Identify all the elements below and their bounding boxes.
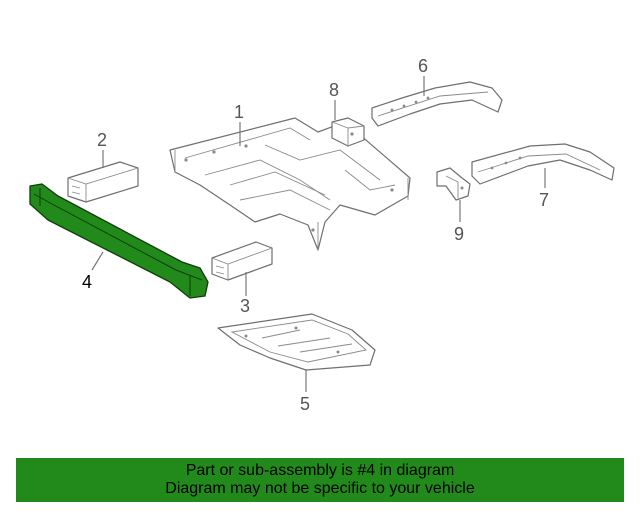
part-2-bracket[interactable]	[67, 161, 139, 203]
callout-3[interactable]: 3	[240, 296, 250, 316]
callout-8[interactable]: 8	[329, 80, 339, 100]
callout-4[interactable]: 4	[82, 272, 92, 292]
part-6-rail[interactable]	[371, 81, 503, 127]
leader-lines	[91, 76, 546, 392]
callout-6[interactable]: 6	[418, 56, 428, 76]
banner-line-2: Diagram may not be specific to your vehi…	[165, 480, 475, 497]
part-4-reinforcement[interactable]	[29, 183, 209, 299]
part-5-under-cover[interactable]	[217, 313, 376, 371]
part-7-rail[interactable]	[471, 143, 615, 185]
callout-9[interactable]: 9	[454, 224, 464, 244]
diagram-note-banner: Part or sub-assembly is #4 in diagram Di…	[16, 458, 624, 502]
part-3-bracket[interactable]	[211, 241, 273, 281]
callout-2[interactable]: 2	[97, 130, 107, 150]
banner-line-1: Part or sub-assembly is #4 in diagram	[185, 462, 455, 479]
part-9-bracket[interactable]	[436, 167, 471, 201]
part-8-bracket[interactable]	[331, 117, 365, 147]
callout-labels: 1 2 3 4 5 6 7 8 9	[82, 56, 549, 414]
callout-5[interactable]: 5	[300, 394, 310, 414]
callout-1[interactable]: 1	[234, 102, 244, 122]
parts-diagram: 1 2 3 4 5 6 7 8 9	[29, 56, 615, 414]
callout-7[interactable]: 7	[539, 190, 549, 210]
part-1-subframe[interactable]	[169, 117, 411, 251]
